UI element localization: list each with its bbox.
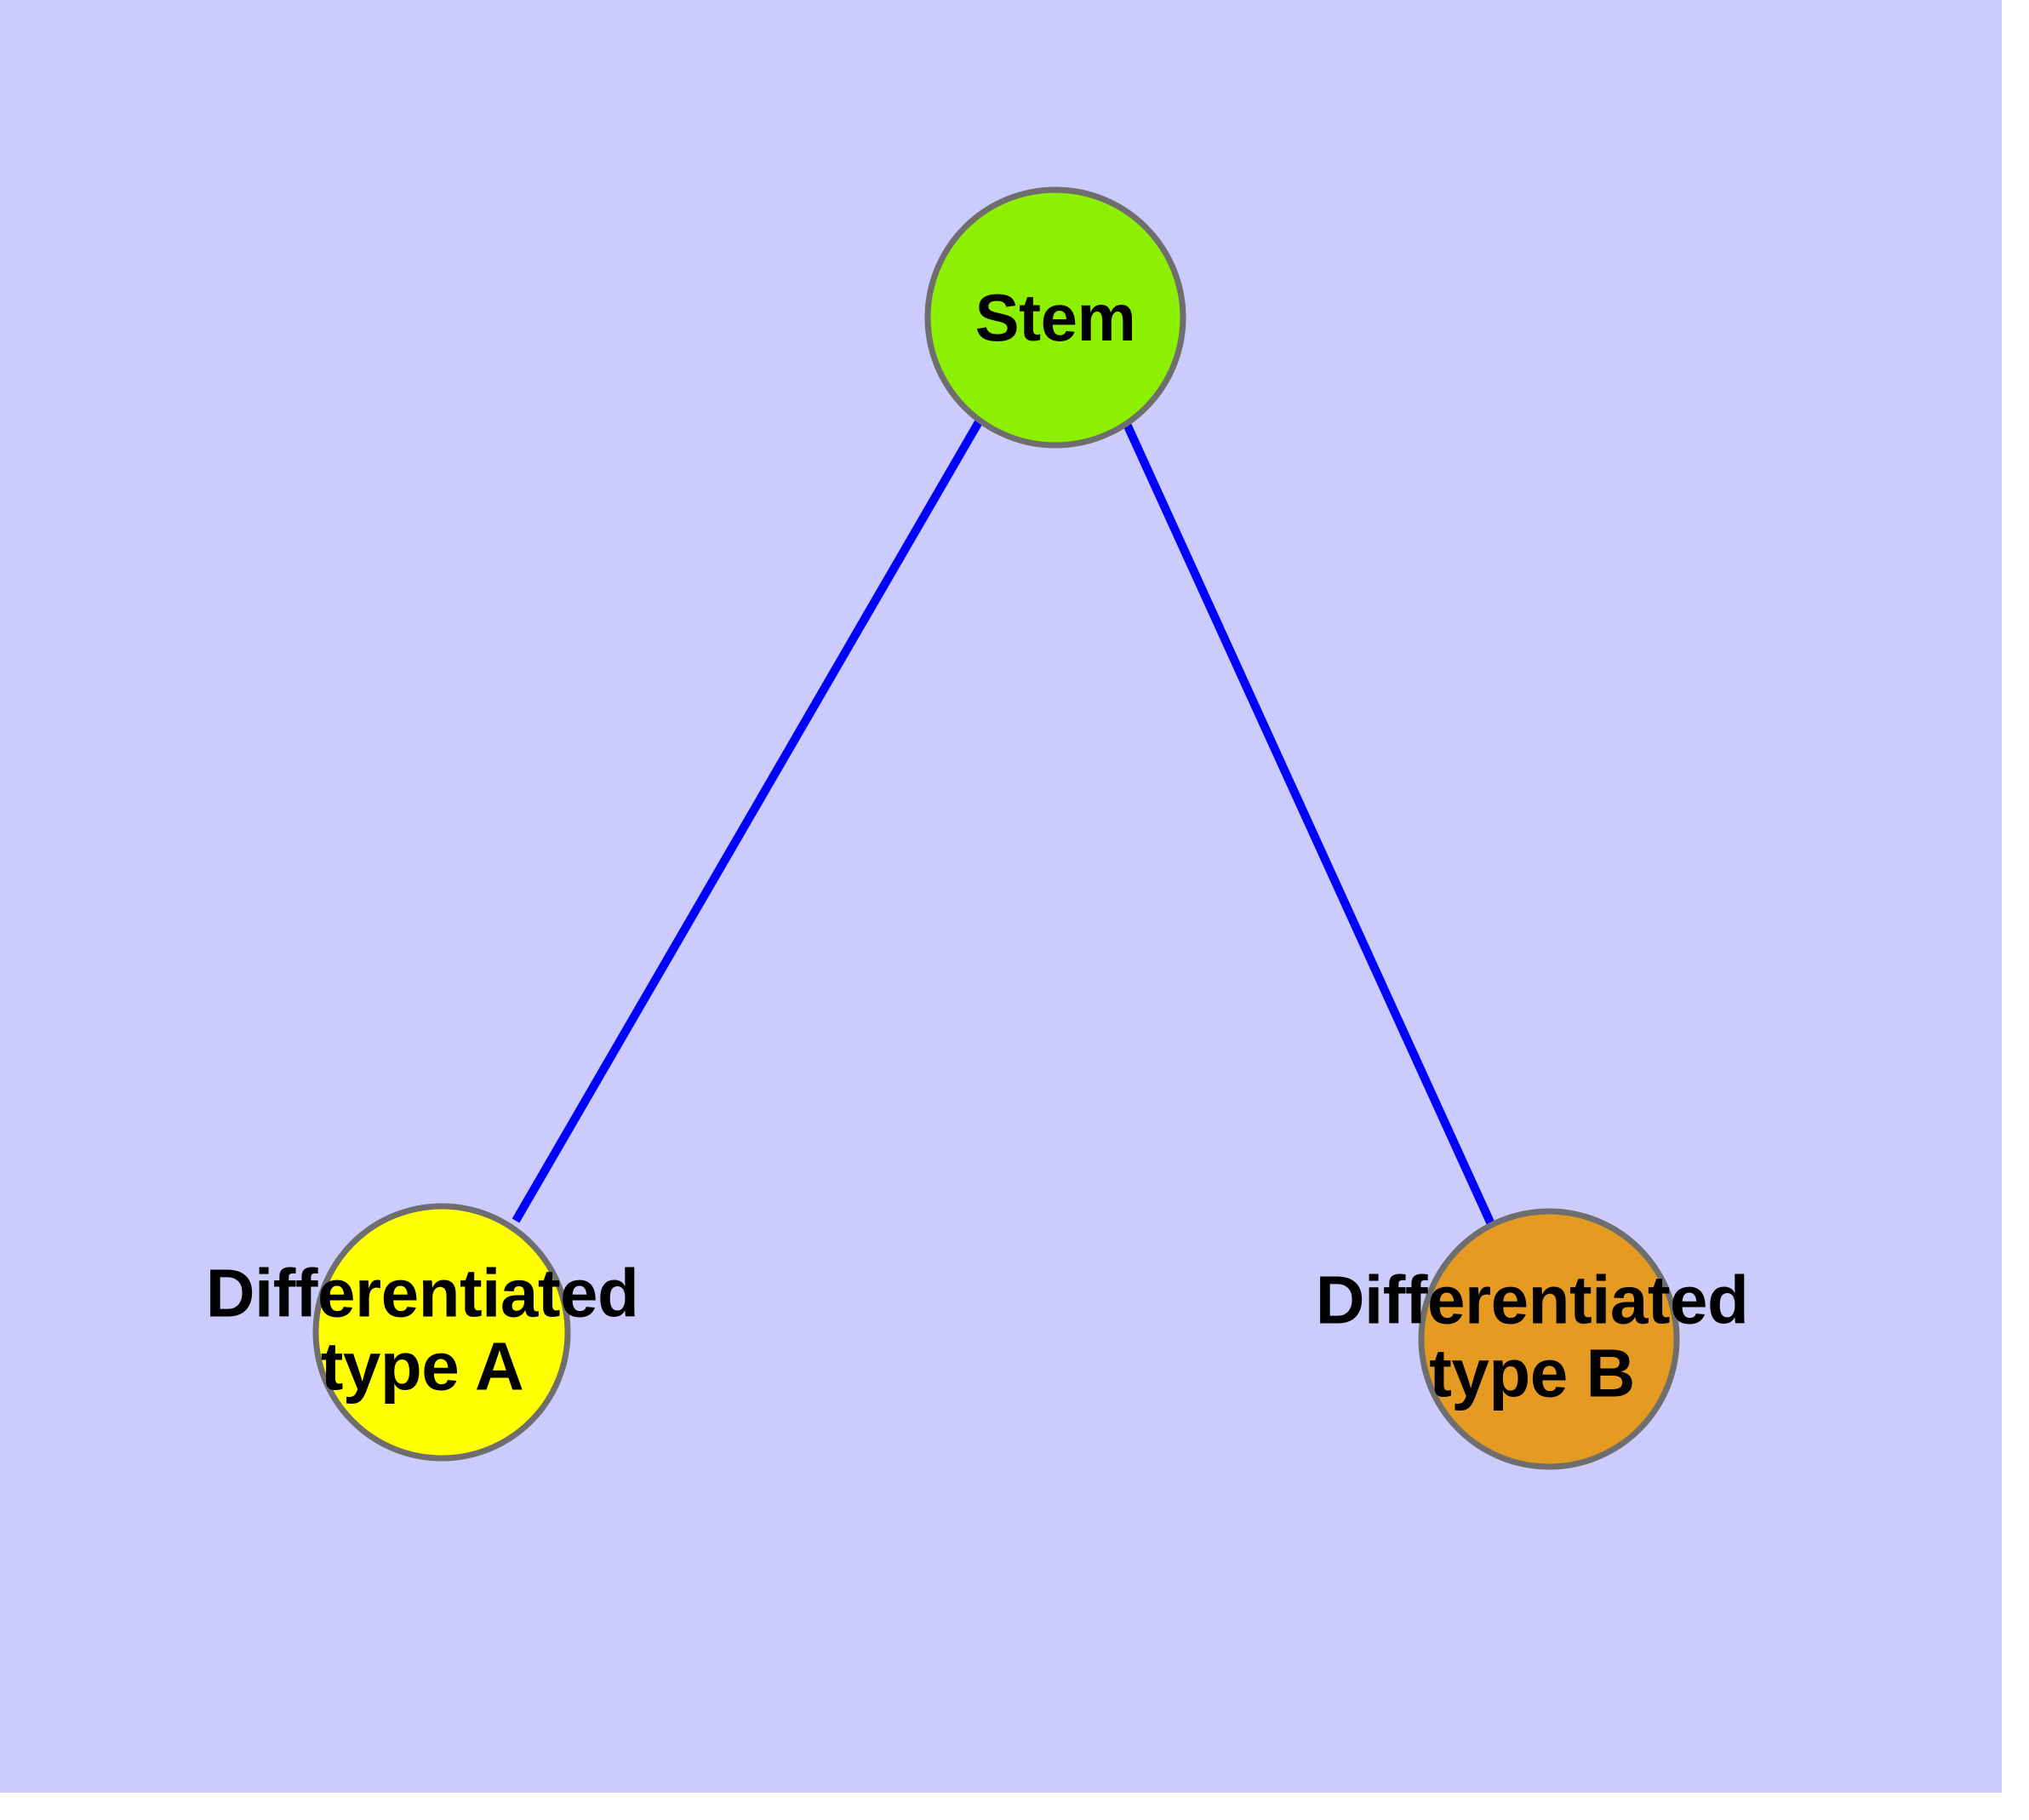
edge-layer: [512, 418, 1495, 1227]
edge-stem-to-differentiated-type-a[interactable]: [512, 418, 984, 1223]
node-differentiated-type-a[interactable]: [312, 1203, 571, 1462]
node-stem[interactable]: [924, 186, 1186, 449]
edge-stem-to-differentiated-type-b[interactable]: [1122, 420, 1495, 1227]
node-differentiated-type-b[interactable]: [1418, 1208, 1680, 1470]
node-layer: [312, 186, 1680, 1470]
